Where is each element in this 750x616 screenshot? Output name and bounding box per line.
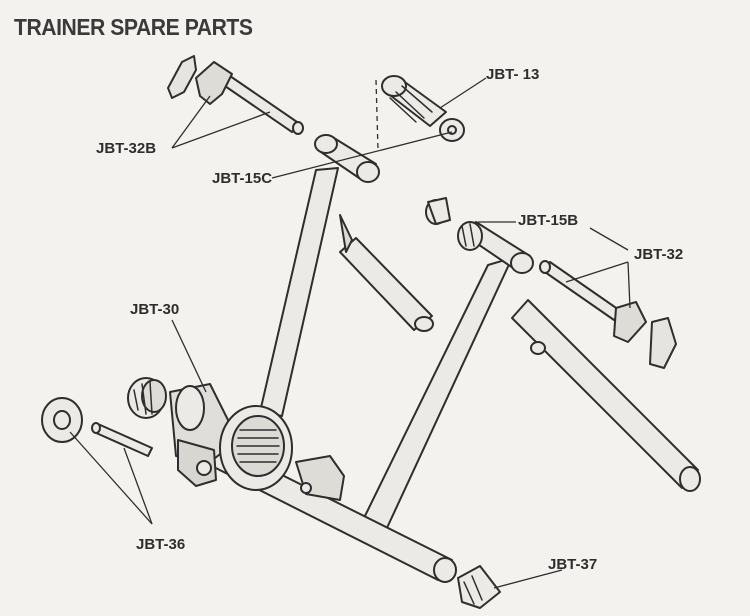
label-jbt-32: JBT-32 bbox=[634, 246, 684, 263]
label-jbt-36: JBT-36 bbox=[136, 536, 186, 553]
roller-end-cap bbox=[127, 377, 167, 419]
label-jbt-37: JBT-37 bbox=[548, 556, 598, 573]
axle-jbt36 bbox=[41, 397, 153, 457]
label-jbt-15b: JBT-15B bbox=[518, 212, 579, 229]
right-frame-tube bbox=[361, 221, 534, 531]
left-frame-tube bbox=[259, 167, 339, 417]
skewer-jbt32 bbox=[539, 260, 677, 369]
roller-parts-jbt15b bbox=[425, 197, 483, 251]
skewer-jbt32b bbox=[167, 55, 304, 135]
resistance-unit bbox=[169, 383, 293, 491]
label-jbt-30: JBT-30 bbox=[130, 301, 180, 318]
page-title: TRAINER SPARE PARTS bbox=[14, 14, 253, 40]
leader-lines bbox=[69, 77, 631, 589]
foot-cap-jbt37 bbox=[457, 565, 501, 609]
label-jbt-32b: JBT-32B bbox=[96, 140, 157, 157]
rear-leg-tube bbox=[339, 214, 434, 332]
roller-sleeve-jbt13 bbox=[381, 75, 465, 142]
label-jbt-15c: JBT-15C bbox=[212, 170, 273, 187]
right-leg-tube bbox=[511, 299, 701, 492]
label-jbt-13: JBT- 13 bbox=[486, 66, 540, 83]
